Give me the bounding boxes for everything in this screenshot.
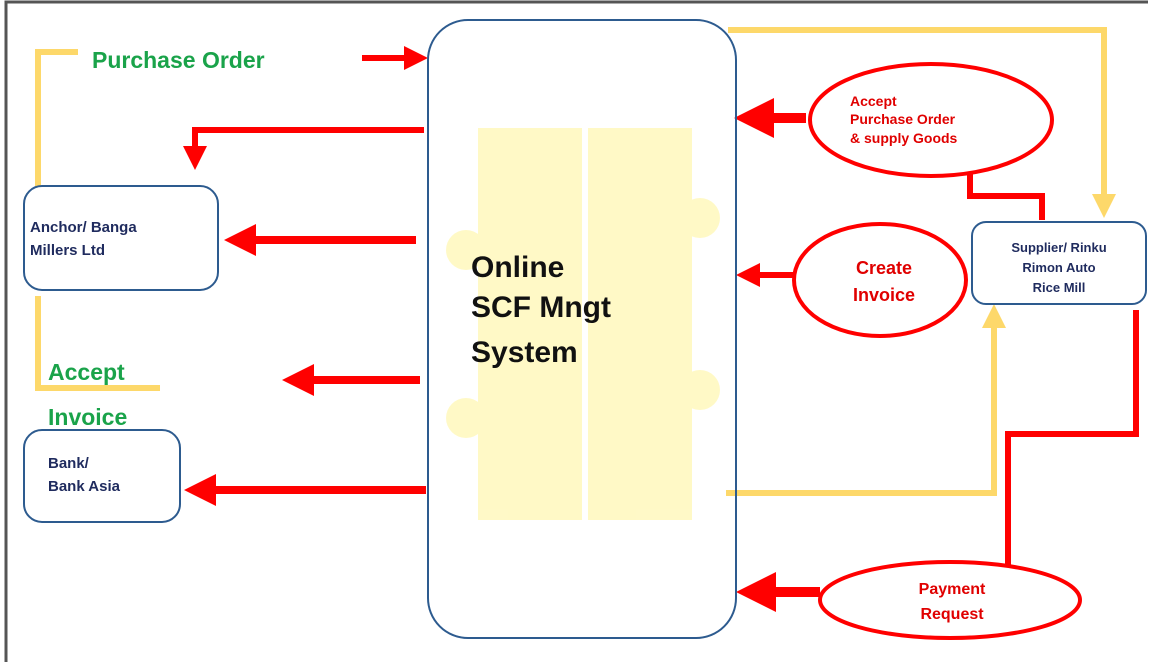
accept-po-line-2: Purchase Order bbox=[850, 111, 956, 127]
payment-request-line-1: Payment bbox=[919, 581, 986, 598]
accept-label: Accept bbox=[48, 359, 125, 385]
buyer-box bbox=[23, 185, 219, 291]
connector-accept-invoice bbox=[35, 296, 160, 391]
arrow-system-to-buyer-top bbox=[183, 127, 424, 170]
central-system-title: Online SCF Mngt System bbox=[471, 251, 611, 369]
buyer-line-1: Anchor/ Banga bbox=[30, 219, 137, 236]
puzzle-icon bbox=[446, 128, 720, 520]
yellow-connectors bbox=[35, 27, 1116, 496]
accept-po-line-1: Accept bbox=[850, 93, 897, 109]
payment-request-oval bbox=[818, 560, 1082, 640]
create-invoice-oval bbox=[792, 222, 968, 338]
bank-box bbox=[23, 429, 181, 523]
connector-supplier-to-accept-po bbox=[967, 174, 1045, 220]
supplier-line-3: Rice Mill bbox=[1033, 280, 1086, 295]
bank-line-1: Bank/ bbox=[48, 455, 90, 472]
frame-border bbox=[4, 0, 1148, 662]
connector-supplier-to-payment bbox=[1005, 310, 1139, 568]
accept-po-line-3: & supply Goods bbox=[850, 130, 958, 146]
connector-system-to-supplier bbox=[726, 304, 1006, 496]
accept-po-oval bbox=[808, 62, 1054, 178]
red-connectors bbox=[183, 46, 1139, 612]
create-invoice-line-2: Invoice bbox=[853, 285, 915, 305]
create-invoice-line-1: Create bbox=[856, 258, 912, 278]
supplier-line-2: Rimon Auto bbox=[1022, 260, 1095, 275]
central-title-line-2: SCF Mngt bbox=[471, 291, 611, 324]
payment-request-line-2: Request bbox=[920, 606, 984, 623]
central-system-box bbox=[427, 19, 737, 639]
central-title-line-3: System bbox=[471, 336, 578, 369]
supplier-line-1: Supplier/ Rinku bbox=[1011, 240, 1106, 255]
invoice-label: Invoice bbox=[48, 404, 127, 430]
connector-purchase-order-loop bbox=[35, 49, 78, 188]
purchase-order-label: Purchase Order bbox=[92, 47, 265, 73]
supplier-box bbox=[971, 221, 1147, 305]
buyer-line-2: Millers Ltd bbox=[30, 242, 105, 259]
bank-line-2: Bank Asia bbox=[48, 478, 121, 495]
connector-to-supplier bbox=[728, 27, 1116, 218]
central-title-line-1: Online bbox=[471, 251, 564, 284]
